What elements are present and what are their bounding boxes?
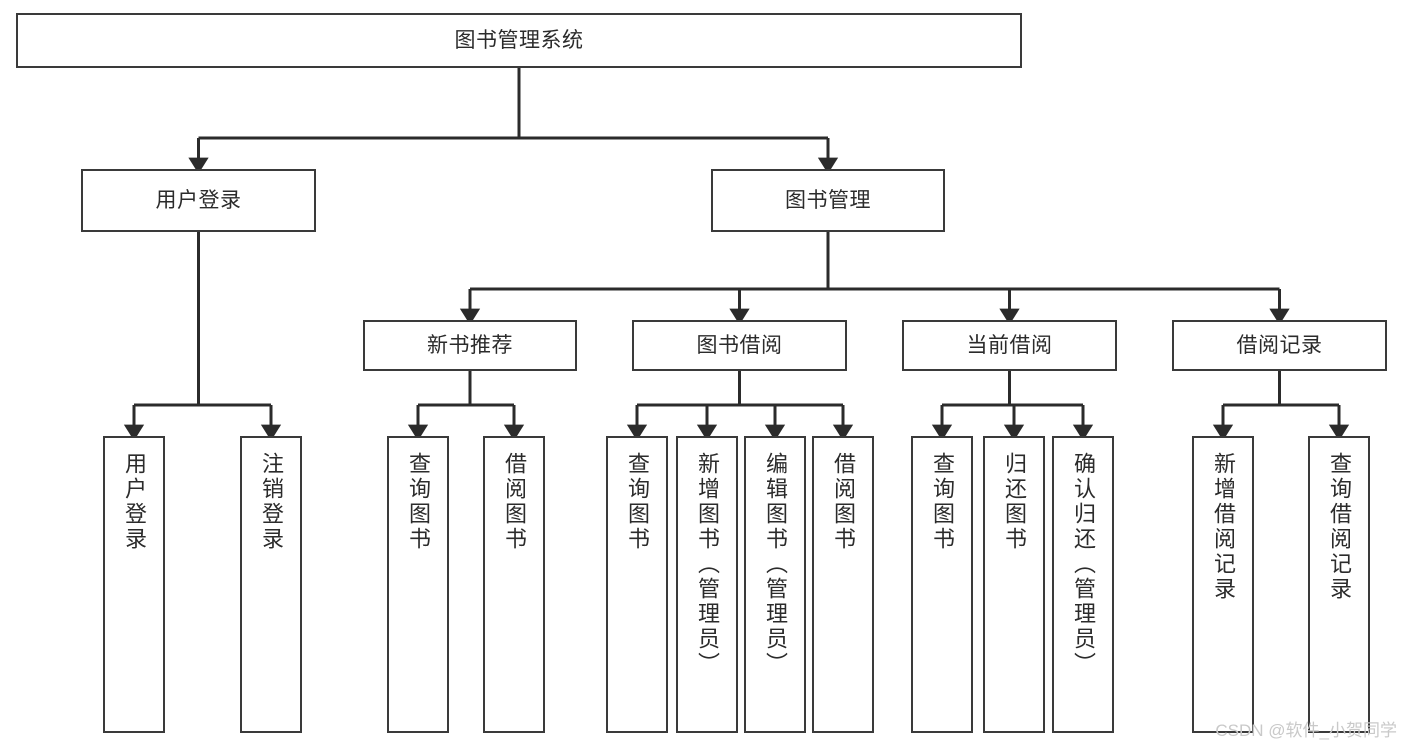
node-leaf-return[interactable]: 归还图书: [983, 436, 1045, 733]
node-label: 归还图书: [1002, 452, 1027, 552]
node-label: 当前借阅: [966, 333, 1053, 357]
node-user-login[interactable]: 用户登录: [81, 169, 316, 232]
node-leaf-confirm[interactable]: 确认归还（管理员）: [1052, 436, 1114, 733]
node-leaf-edit-book[interactable]: 编辑图书（管理员）: [744, 436, 806, 733]
node-leaf-query-1[interactable]: 查询图书: [387, 436, 449, 733]
node-label: 查询图书: [625, 452, 650, 552]
node-label: 用户登录: [122, 452, 147, 552]
node-leaf-query-rec[interactable]: 查询借阅记录: [1308, 436, 1370, 733]
node-leaf-user-login[interactable]: 用户登录: [103, 436, 165, 733]
node-label: 注销登录: [259, 452, 284, 552]
node-label: 新增借阅记录: [1211, 452, 1236, 602]
node-label: 查询图书: [930, 452, 955, 552]
node-new-book-rec[interactable]: 新书推荐: [363, 320, 577, 371]
node-label: 新书推荐: [427, 333, 513, 357]
node-label: 图书管理: [785, 188, 871, 212]
node-label: 新增图书（管理员）: [695, 452, 720, 677]
node-label: 借阅记录: [1236, 333, 1323, 357]
node-label: 编辑图书（管理员）: [763, 452, 788, 677]
node-label: 确认归还（管理员）: [1071, 452, 1096, 677]
node-leaf-query-2[interactable]: 查询图书: [606, 436, 668, 733]
node-leaf-query-3[interactable]: 查询图书: [911, 436, 973, 733]
node-borrow-record[interactable]: 借阅记录: [1172, 320, 1387, 371]
node-label: 查询图书: [406, 452, 431, 552]
node-label: 图书管理系统: [454, 28, 584, 52]
node-label: 用户登录: [155, 188, 242, 212]
node-leaf-add-rec[interactable]: 新增借阅记录: [1192, 436, 1254, 733]
node-leaf-logout[interactable]: 注销登录: [240, 436, 302, 733]
node-leaf-borrow-1[interactable]: 借阅图书: [483, 436, 545, 733]
node-label: 图书借阅: [696, 333, 783, 357]
node-book-borrow[interactable]: 图书借阅: [632, 320, 847, 371]
node-book-manage[interactable]: 图书管理: [711, 169, 945, 232]
node-label: 借阅图书: [502, 452, 527, 552]
node-label: 借阅图书: [831, 452, 856, 552]
node-current-borrow[interactable]: 当前借阅: [902, 320, 1117, 371]
node-root[interactable]: 图书管理系统: [16, 13, 1022, 68]
node-label: 查询借阅记录: [1327, 452, 1352, 602]
node-leaf-add-book[interactable]: 新增图书（管理员）: [676, 436, 738, 733]
node-leaf-borrow-2[interactable]: 借阅图书: [812, 436, 874, 733]
csdn-watermark: CSDN @软件_小贺同学: [1215, 721, 1397, 740]
